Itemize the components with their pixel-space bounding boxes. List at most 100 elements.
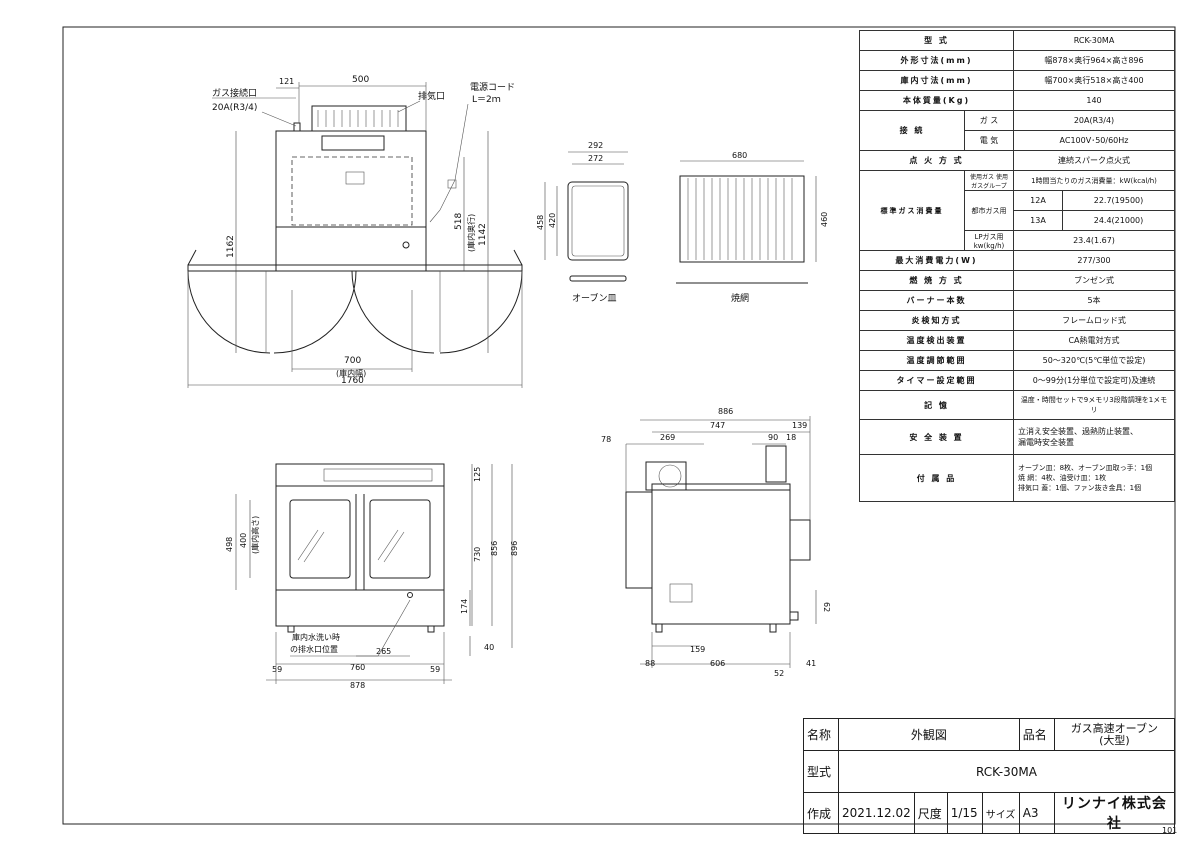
spec-label: 付 属 品 [859,454,1014,502]
dim-62: 62 [822,602,831,612]
side-elevation-dimensions: 886 747 139 78 269 90 18 159 88 606 41 5… [601,407,831,678]
dim-680: 680 [732,151,747,160]
spec-sublabel: ガ ス [964,110,1014,131]
dim-1162: 1162 [226,235,236,258]
name-label: 名称 [803,718,839,751]
spec-row-weight: 本体質量(Kg)140 [859,90,1175,111]
rack-view: 680 460 焼網 [676,151,829,304]
size-label: サイズ [981,792,1020,834]
dim-139: 139 [792,421,807,430]
plan-view [187,105,523,354]
dim-518-note: (庫内奥行) [466,214,476,252]
dim-606: 606 [710,659,725,668]
spec-label: タイマー設定範囲 [859,370,1014,391]
dim-1142: 1142 [478,223,488,246]
dim-18: 18 [786,433,796,442]
title-block: 名称 外観図 品名 ガス高速オーブン(大型) 型式 RCK-30MA 作成 20… [803,718,1176,834]
product-value: ガス高速オーブン(大型) [1053,718,1176,751]
product-label: 品名 [1018,718,1055,751]
spec-row-accessories: 付 属 品 オーブン皿：8枚、オーブン皿取っ手：1個焼 網：4枚、油受け皿：1枚… [859,454,1175,502]
dim-265: 265 [376,647,391,656]
accessory-line: 排気口 蓋：1個、ファン抜き金具：1個 [1018,484,1142,492]
spec-sublabel: 都市ガス用 [964,190,1014,231]
spec-value: 5本 [1013,290,1175,311]
dim-518: 518 [454,213,464,230]
gas-inlet-label: ガス接続口 [212,87,257,99]
dim-40: 40 [484,643,494,652]
dim-1760: 1760 [341,376,364,386]
spec-value: 0〜99分(1分単位で設定可)及連続 [1013,370,1175,391]
dim-52: 52 [774,669,784,678]
spec-label: 温度調節範囲 [859,350,1014,371]
spec-sublabel: 使用ガス 使用ガスグループ [964,170,1014,191]
power-cord-length: L＝2ｍ [472,95,501,105]
date-label: 作成 [803,792,839,834]
spec-value: 1時間当たりのガス消費量：kW(kcal/h) [1013,170,1175,191]
safety-line: 立消え安全装置、過熱防止装置、 [1018,427,1138,436]
dim-420: 420 [548,213,557,228]
model-value: RCK-30MA [838,750,1175,793]
model-label: 型式 [803,750,839,793]
spec-label: 最大消費電力(W) [859,250,1014,271]
rack-label: 焼網 [731,292,749,304]
spec-value: 立消え安全装置、過熱防止装置、漏電時安全装置 [1013,419,1175,455]
company-name: リンナイ株式会社 [1053,792,1176,834]
spec-sublabel: LPガス用 kw(kg/h) [964,230,1014,251]
spec-value: CA熱電対方式 [1013,330,1175,351]
scale-value: 1/15 [946,792,983,834]
spec-sublabel: 電 気 [964,130,1014,151]
title-row-info: 作成 2021.12.02 尺度 1/15 サイズ A3 リンナイ株式会社 [803,792,1176,834]
spec-label: 安 全 装 置 [859,419,1014,455]
dim-747: 747 [710,421,725,430]
spec-row-safety: 安 全 装 置 立消え安全装置、過熱防止装置、漏電時安全装置 [859,419,1175,455]
spec-sublabel: 12A [1013,190,1063,211]
spec-label: 点 火 方 式 [859,150,1014,171]
dim-878: 878 [350,681,365,690]
product-line: ガス高速オーブン [1070,721,1159,735]
spec-label: 型 式 [859,30,1014,51]
spec-value: RCK-30MA [1013,30,1175,51]
spec-label: 外形寸法(mm) [859,50,1014,71]
spec-value: 277/300 [1013,250,1175,271]
power-cord-label: 電源コード [470,82,515,93]
sheet-border [62,26,1176,825]
title-row-name: 名称 外観図 品名 ガス高速オーブン(大型) [803,718,1176,751]
spec-value: 22.7(19500) [1062,190,1175,211]
dim-121: 121 [279,77,294,86]
spec-value: 温度・時間セットで9メモリ3段階調理を1メモリ [1013,390,1175,420]
accessory-line: オーブン皿：8枚、オーブン皿取っ手：1個 [1018,464,1153,472]
front-elevation [275,463,445,633]
spec-value: フレームロッド式 [1013,310,1175,331]
spec-row-ignition: 点 火 方 式連続スパーク点火式 [859,150,1175,171]
drain-note-2: の排水口位置 [290,644,338,654]
dim-272: 272 [588,154,603,163]
dim-59-right: 59 [430,665,440,674]
dim-460: 460 [820,212,829,227]
spec-label: バーナー本数 [859,290,1014,311]
spec-label: 庫内寸法(mm) [859,70,1014,91]
spec-value: ブンゼン式 [1013,270,1175,291]
dim-88: 88 [645,659,655,668]
gas-inlet-spec: 20A(R3/4) [212,103,257,113]
accessory-line: 焼 網：4枚、油受け皿：1枚 [1018,474,1107,482]
spec-sublabel: 13A [1013,210,1063,231]
title-row-model: 型式 RCK-30MA [803,750,1175,793]
spec-label: 燃 焼 方 式 [859,270,1014,291]
dim-59-left: 59 [272,665,282,674]
spec-label: 接 続 [859,110,965,151]
spec-value: 幅878×奥行964×高さ896 [1013,50,1175,71]
safety-line: 漏電時安全装置 [1018,438,1074,447]
spec-row-power: 最大消費電力(W)277/300 [859,250,1175,271]
dim-700: 700 [344,356,361,366]
date-value: 2021.12.02 [838,792,915,834]
oven-pan-label: オーブン皿 [572,292,616,304]
dim-760: 760 [350,663,365,672]
dim-498: 498 [225,537,234,552]
spec-value: 24.4(21000) [1062,210,1175,231]
product-line: (大型) [1099,733,1130,747]
spec-row-memory: 記 憶温度・時間セットで9メモリ3段階調理を1メモリ [859,390,1175,420]
